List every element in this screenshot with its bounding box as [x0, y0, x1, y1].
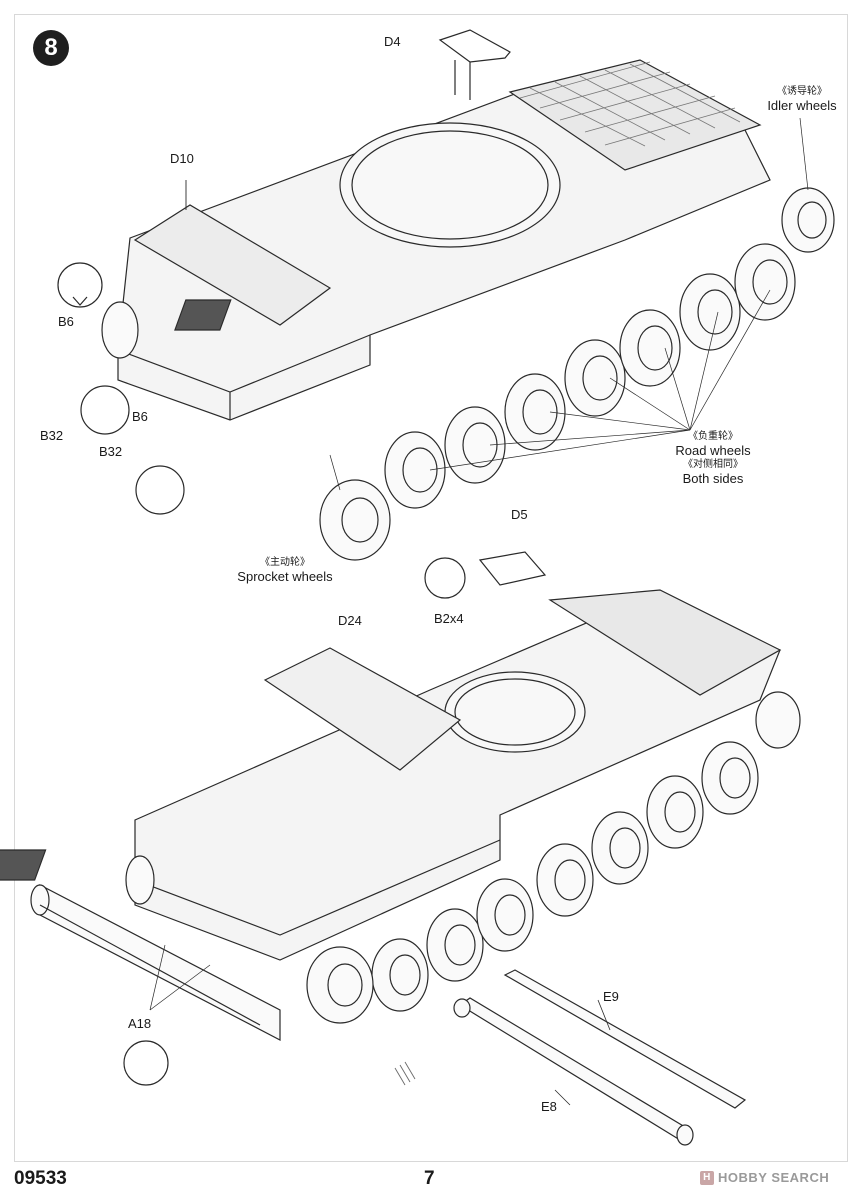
- both-sides-en: Both sides: [682, 471, 744, 486]
- part-label-d24: D24: [338, 613, 362, 628]
- part-label-a18: A18: [128, 1016, 152, 1031]
- watermark-text: HOBBY SEARCH: [718, 1170, 830, 1185]
- sprocket-wheels-label: 《主动轮》 Sprocket wheels: [230, 557, 340, 585]
- part-label-b6-upper: B6: [58, 314, 74, 329]
- part-label-d5: D5: [511, 507, 528, 522]
- part-label-b32-upper: B32: [40, 428, 64, 443]
- road-wheels-cn: 《负重轮》: [688, 431, 738, 442]
- part-label-e8: E8: [541, 1099, 557, 1114]
- both-sides-cn: 《对侧相同》: [683, 459, 743, 470]
- road-wheels-label: 《负重轮》 Road wheels 《对侧相同》 Both sides: [658, 431, 768, 487]
- bottom-road-wheels: [125, 691, 801, 1024]
- callout-circles-top: [57, 262, 185, 515]
- catalog-number: 09533: [14, 1168, 67, 1189]
- top-hull-drawing: [117, 29, 771, 421]
- callout-circles-bottom: [123, 557, 466, 1086]
- hobby-search-logo-icon: H: [700, 1170, 714, 1185]
- watermark: H HOBBY SEARCH: [700, 1170, 829, 1185]
- road-wheels-en: Road wheels: [675, 443, 751, 458]
- part-label-b32-lower: B32: [99, 444, 123, 459]
- bottom-hull-drawing: [0, 551, 782, 961]
- idler-wheels-cn: 《诱导轮》: [777, 86, 827, 97]
- left-tubes: [30, 884, 281, 1041]
- idler-wheels-en: Idler wheels: [767, 98, 837, 113]
- part-label-d4: D4: [384, 34, 401, 49]
- sprocket-wheels-cn: 《主动轮》: [260, 557, 310, 568]
- idler-wheels-label: 《诱导轮》 Idler wheels: [742, 86, 860, 114]
- sprocket-wheels-en: Sprocket wheels: [237, 569, 333, 584]
- top-road-wheels: [101, 187, 835, 561]
- page-number: 7: [424, 1168, 435, 1189]
- part-label-d10: D10: [170, 151, 194, 166]
- page-frame: [14, 14, 848, 1162]
- part-label-b6-lower: B6: [132, 409, 148, 424]
- step-number-badge: 8: [33, 30, 69, 66]
- part-label-b2x4: B2x4: [434, 611, 464, 626]
- rail-parts-e8-e9: [453, 969, 747, 1146]
- part-label-e9: E9: [603, 989, 619, 1004]
